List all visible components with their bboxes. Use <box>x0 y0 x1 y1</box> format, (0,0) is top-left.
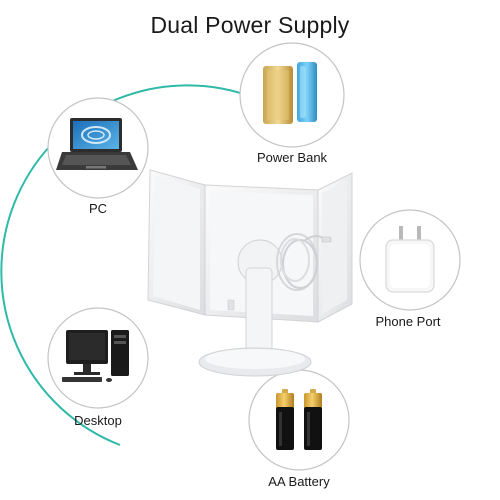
pc-node <box>47 97 149 199</box>
power-bank-label: Power Bank <box>256 150 328 165</box>
desktop-node <box>47 307 149 409</box>
laptop-icon <box>56 118 138 170</box>
connection-arc <box>0 84 256 446</box>
aa-battery-node <box>248 369 350 471</box>
battery-icon <box>276 389 322 450</box>
power-bank-node <box>239 42 345 148</box>
usb-cable-icon <box>276 233 332 291</box>
wall-adapter-icon <box>385 226 435 293</box>
aa-battery-label: AA Battery <box>268 474 330 489</box>
trifold-mirror-product <box>147 169 353 377</box>
power-bank-icon <box>263 62 317 124</box>
phone-port-node <box>359 209 461 311</box>
desktop-label: Desktop <box>74 413 122 428</box>
phone-port-label: Phone Port <box>375 314 441 329</box>
pc-label: PC <box>88 201 108 216</box>
desktop-computer-icon <box>62 330 129 382</box>
page-title: Dual Power Supply <box>150 12 350 38</box>
